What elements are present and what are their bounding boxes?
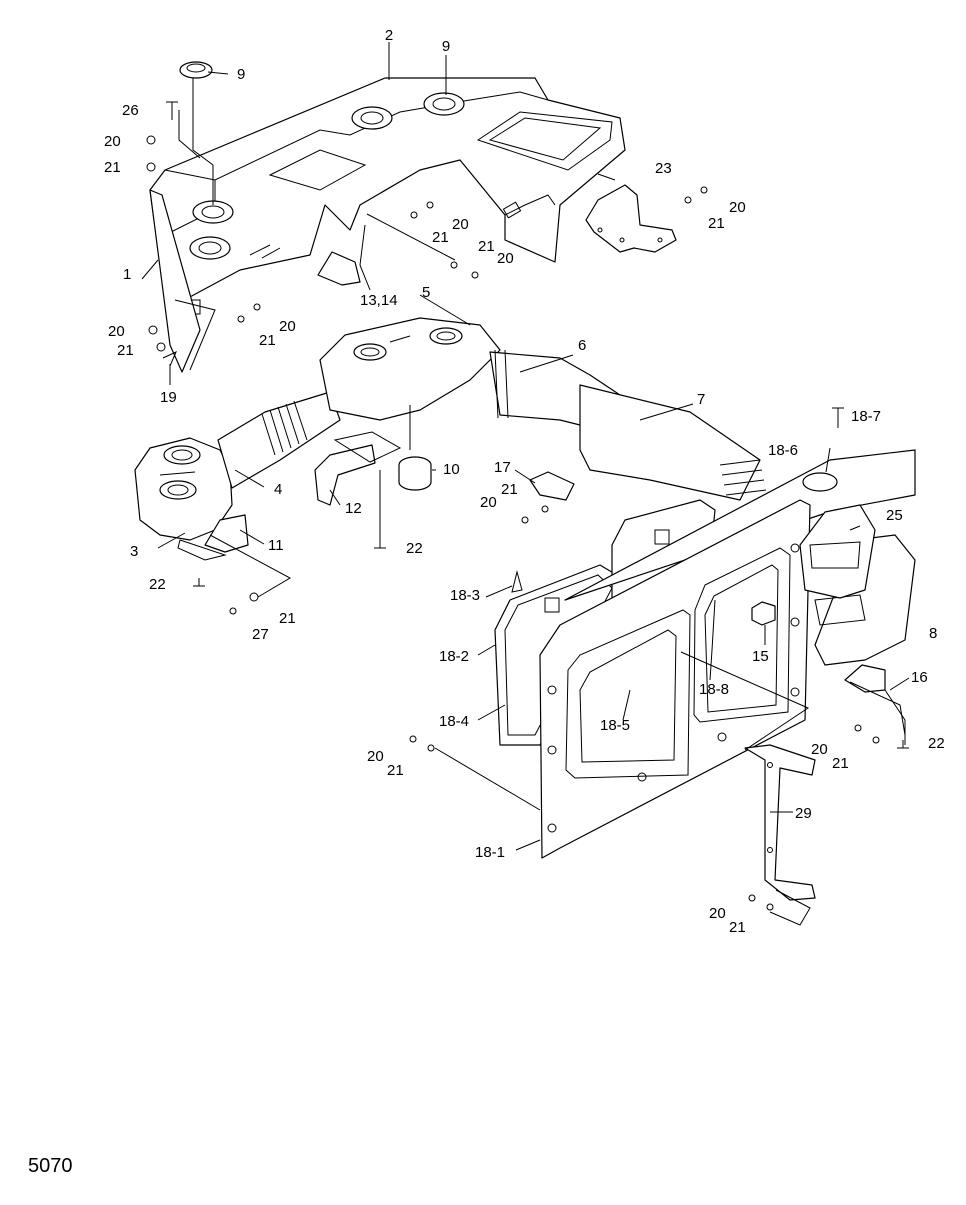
callout-20: 20 (709, 905, 726, 922)
callout-18-8: 18-8 (699, 681, 729, 698)
callout-20: 20 (480, 494, 497, 511)
callout-21: 21 (387, 762, 404, 779)
callout-18-7: 18-7 (851, 408, 881, 425)
page-number: 5070 (28, 1155, 73, 1177)
callout-1: 1 (123, 266, 131, 283)
callout-6: 6 (578, 337, 586, 354)
callout-25: 25 (886, 507, 903, 524)
bracket-part-17 (529, 471, 575, 501)
callout-5: 5 (422, 284, 430, 301)
callout-20: 20 (104, 133, 121, 150)
callout-29: 29 (795, 805, 812, 822)
callout-12: 12 (345, 500, 362, 517)
callout-10: 10 (443, 461, 460, 478)
callout-15: 15 (752, 648, 769, 665)
bracket-part-13-14 (317, 251, 361, 286)
callout-19: 19 (160, 389, 177, 406)
callout-21: 21 (729, 919, 746, 936)
callout-16: 16 (911, 669, 928, 686)
duct-part-7 (579, 384, 767, 501)
bracket-part-29 (744, 744, 816, 901)
callout-7: 7 (697, 391, 705, 408)
bracket-part-11 (177, 514, 249, 561)
callout-23: 23 (655, 160, 672, 177)
callout-18-3: 18-3 (450, 587, 480, 604)
callout-18-1: 18-1 (475, 844, 505, 861)
callout-9-cap: 9 (237, 66, 245, 83)
callout-20: 20 (497, 250, 514, 267)
callout-22: 22 (406, 540, 423, 557)
side-plate-part-1 (149, 189, 216, 373)
callout-20: 20 (367, 748, 384, 765)
callout-21: 21 (432, 229, 449, 246)
callout-11: 11 (268, 537, 284, 554)
callout-21: 21 (501, 481, 518, 498)
callout-2: 2 (385, 27, 393, 44)
callout-20: 20 (811, 741, 828, 758)
callout-18-5: 18-5 (600, 717, 630, 734)
grommet-part-10 (398, 456, 432, 491)
duct-part-25 (799, 504, 876, 599)
callout-18-4: 18-4 (439, 713, 469, 730)
callout-18-2: 18-2 (439, 648, 469, 665)
callout-18-6: 18-6 (768, 442, 798, 459)
callout-27: 27 (252, 626, 269, 643)
callout-20: 20 (279, 318, 296, 335)
callout-20: 20 (729, 199, 746, 216)
panel-part-18-1 (539, 499, 811, 859)
callout-17: 17 (494, 459, 511, 476)
callout-21: 21 (117, 342, 134, 359)
callout-4: 4 (274, 481, 282, 498)
callout-9-top: 9 (442, 38, 450, 55)
duct-part-3 (134, 437, 233, 541)
fasteners (146, 101, 909, 911)
callout-21: 21 (708, 215, 725, 232)
callout-22: 22 (149, 576, 166, 593)
bracket-part-12 (314, 431, 402, 506)
flex-hose-part-4 (217, 391, 341, 489)
upper-duct-part-2 (149, 77, 626, 315)
leader-lines (141, 42, 910, 926)
callout-21: 21 (279, 610, 296, 627)
callout-13-14: 13,14 (360, 292, 398, 309)
bracket-part-23 (585, 184, 677, 253)
cap-part-9 (179, 61, 213, 79)
callout-8: 8 (929, 625, 937, 642)
box-part-15 (751, 601, 776, 626)
callout-20: 20 (452, 216, 469, 233)
callout-20: 20 (108, 323, 125, 340)
callout-3: 3 (130, 543, 138, 560)
callout-21: 21 (478, 238, 495, 255)
duct-part-5 (319, 317, 501, 421)
callout-21: 21 (104, 159, 121, 176)
callout-21: 21 (259, 332, 276, 349)
callout-21: 21 (832, 755, 849, 772)
callout-22: 22 (928, 735, 945, 752)
callout-26: 26 (122, 102, 139, 119)
callout-labels: 2 9 9 26 20 21 23 20 21 20 21 21 20 1 13… (104, 27, 945, 936)
bracket-part-16 (844, 664, 906, 745)
